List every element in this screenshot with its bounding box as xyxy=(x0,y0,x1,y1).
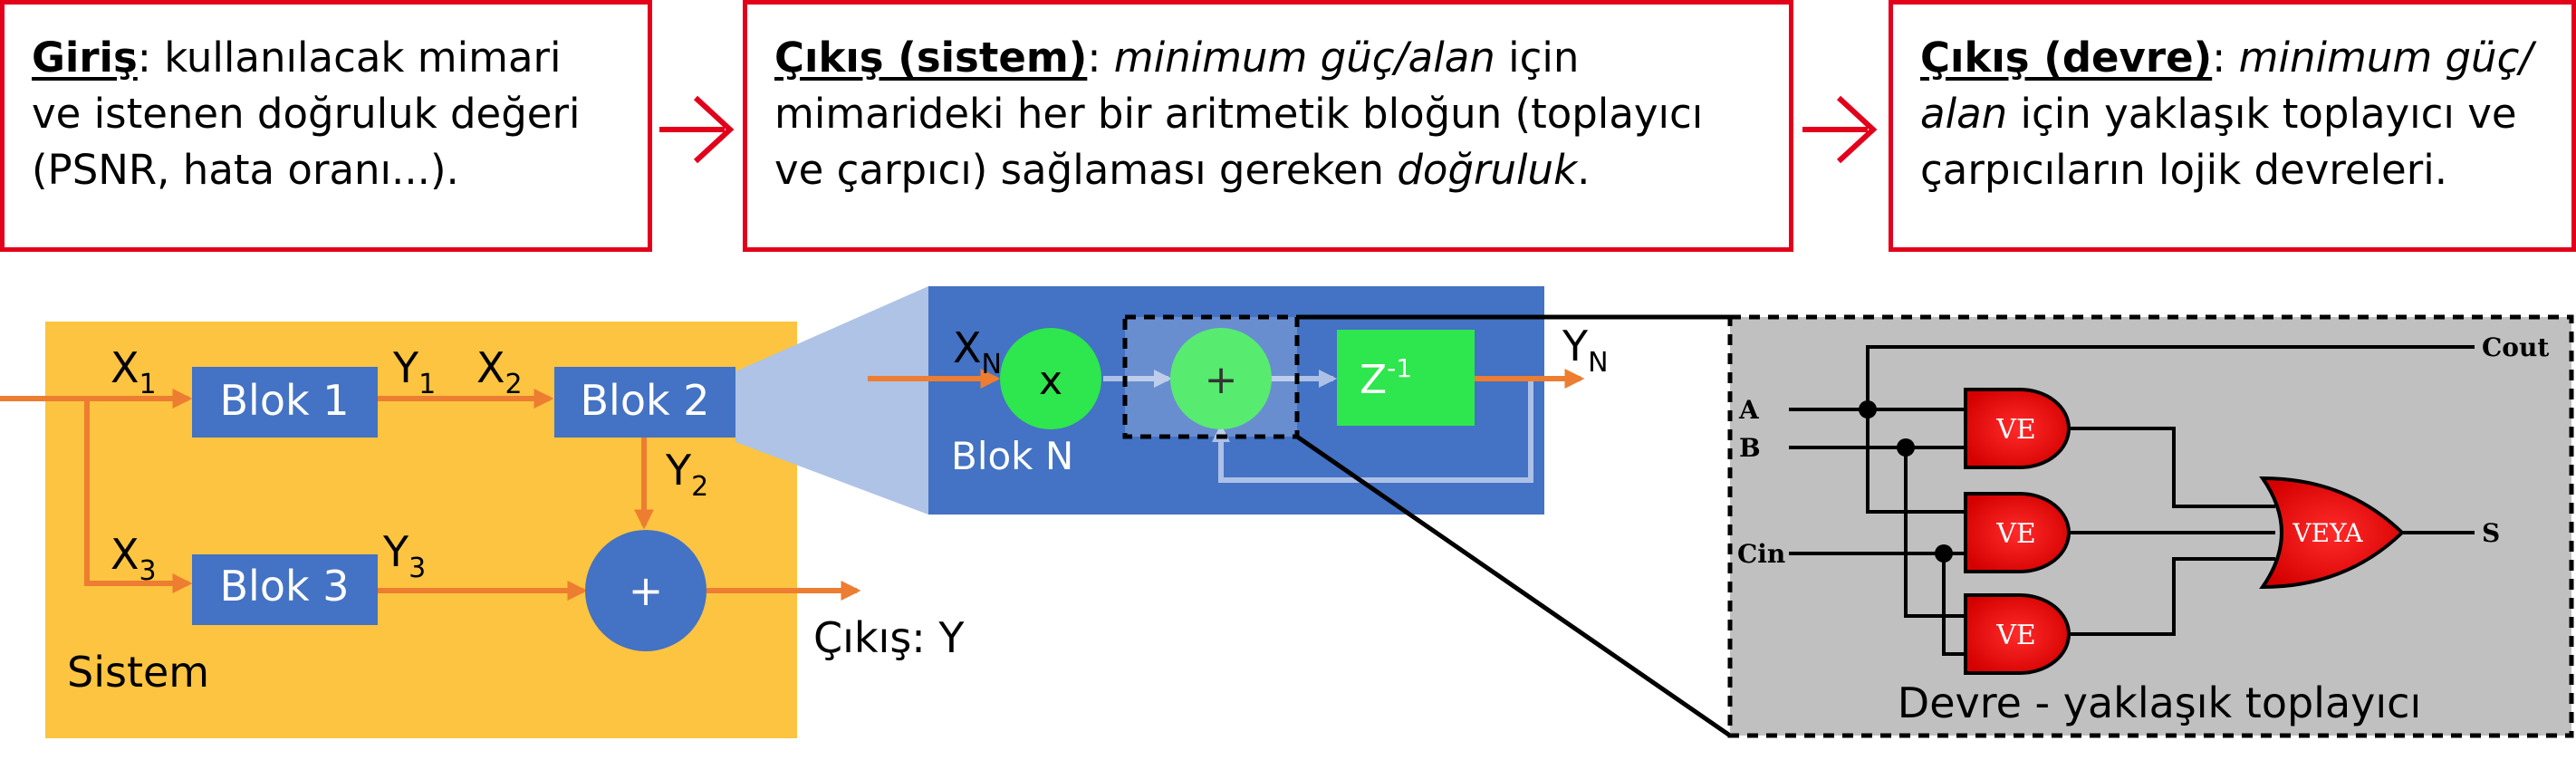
svg-text:Y3: Y3 xyxy=(382,527,426,584)
svg-text:XN: XN xyxy=(953,323,1002,380)
label-y2: Y xyxy=(665,446,692,495)
system-output-line3-end: . xyxy=(1577,146,1591,194)
system-adder: + xyxy=(585,530,706,651)
circuit-output-sep: : xyxy=(2212,34,2239,82)
system-title: Sistem xyxy=(67,648,209,697)
and-gate-3: VE xyxy=(1964,593,2071,675)
label-y3-sub: 3 xyxy=(409,553,426,584)
zoom-line-bottom xyxy=(1295,434,1732,738)
label-x3: X xyxy=(111,530,139,579)
system-output-line2: mimarideki her bir aritmetik bloğun (top… xyxy=(774,90,1704,138)
output-cout-label: Cout xyxy=(2482,332,2549,362)
block-1-label: Blok 1 xyxy=(219,376,349,425)
block-n-input-sub: N xyxy=(982,349,1002,380)
system-wires xyxy=(0,389,861,601)
circuit-output-italic: minimum güç/ xyxy=(2238,34,2533,82)
input-a-label: A xyxy=(1738,395,1760,425)
system-adder-label: + xyxy=(629,566,664,615)
circuit-output-box: Çıkış (devre): minimum güç/ alan için ya… xyxy=(1889,0,2576,252)
block-n-title: Blok N xyxy=(951,434,1073,478)
circuit-panel xyxy=(1727,314,2574,738)
circuit-output-heading: Çıkış (devre) xyxy=(1920,34,2213,82)
system-output-italic: minimum güç/alan xyxy=(1113,34,1495,82)
input-line2: ve istenen doğruluk değeri xyxy=(32,90,581,138)
block-3: Blok 3 xyxy=(192,554,378,625)
svg-text:X1: X1 xyxy=(111,343,157,400)
label-y2-sub: 2 xyxy=(691,471,708,503)
svg-text:X2: X2 xyxy=(476,343,523,400)
system-output-label: Çıkış: Y xyxy=(813,613,965,662)
input-text: : kullanılacak mimari xyxy=(137,34,562,82)
system-output-line3-italic: doğruluk xyxy=(1397,146,1578,194)
input-b-label: B xyxy=(1739,433,1761,463)
circuit-junctions xyxy=(1859,400,1953,563)
multiplier-label: x xyxy=(1039,358,1062,404)
block-n-wires xyxy=(1103,370,1533,483)
svg-text:Z-1: Z-1 xyxy=(1360,353,1412,403)
top-arrow-2 xyxy=(1802,95,1878,164)
label-y1: Y xyxy=(392,343,419,392)
or-gate-label: VEYA xyxy=(2292,518,2363,548)
svg-text:Y1: Y1 xyxy=(392,343,436,400)
and-gate-1: VE xyxy=(1964,388,2071,469)
block-2: Blok 2 xyxy=(554,367,735,438)
delay-block: Z-1 xyxy=(1337,330,1475,426)
input-line3: (PSNR, hata oranı...). xyxy=(32,146,459,194)
label-x1: X xyxy=(111,343,139,392)
system-signal-labels: X1 Y1 X2 Y2 X3 Y3 xyxy=(111,343,708,587)
adder-label: + xyxy=(1205,357,1238,403)
delay-label: Z xyxy=(1360,357,1387,403)
system-output-box: Çıkış (sistem): minimum güç/alan için mi… xyxy=(743,0,1793,252)
svg-text:X3: X3 xyxy=(111,530,157,587)
block-n-output-sub: N xyxy=(1588,347,1608,379)
block-2-label: Blok 2 xyxy=(580,376,709,425)
multiplier-node: x xyxy=(1000,328,1101,429)
and-gate-2: VE xyxy=(1964,492,2071,573)
block-n-input: X xyxy=(953,323,982,372)
label-x3-sub: 3 xyxy=(139,555,157,587)
block-3-label: Blok 3 xyxy=(219,562,349,611)
input-box: Giriş: kullanılacak mimari ve istenen do… xyxy=(0,0,652,252)
svg-text:YN: YN xyxy=(1562,322,1609,379)
delay-sup: -1 xyxy=(1387,353,1412,383)
and-gate-3-label: VE xyxy=(1995,620,2036,651)
and-gate-2-label: VE xyxy=(1995,518,2036,550)
system-output-sep: : xyxy=(1087,34,1114,82)
block-n-output: Y xyxy=(1562,322,1589,370)
label-y1-sub: 1 xyxy=(418,369,436,400)
top-arrow-1 xyxy=(659,95,735,164)
input-cin-label: Cin xyxy=(1737,539,1785,569)
label-y3: Y xyxy=(382,527,409,576)
input-heading: Giriş xyxy=(32,34,138,82)
block-1: Blok 1 xyxy=(192,367,378,438)
zoom-projection xyxy=(735,286,928,515)
adder-node: + xyxy=(1170,328,1272,429)
svg-text:Y2: Y2 xyxy=(665,446,708,503)
system-output-text1: için xyxy=(1495,34,1580,82)
system-output-line3: ve çarpıcı) sağlaması gereken xyxy=(774,146,1398,194)
circuit-output-line2-italic: alan xyxy=(1920,90,2008,138)
circuit-caption: Devre - yaklaşık toplayıcı xyxy=(1898,678,2421,727)
circuit-output-line2: için yaklaşık toplayıcı ve xyxy=(2007,90,2517,138)
or-gate: VEYA xyxy=(2259,476,2405,590)
circuit-io-labels: A B Cin Cout S xyxy=(1737,332,2549,569)
system-output-heading: Çıkış (sistem) xyxy=(774,34,1088,82)
circuit-wires xyxy=(1789,345,2475,656)
and-gate-1-label: VE xyxy=(1995,414,2036,446)
circuit-output-line3: çarpıcıların lojik devreleri. xyxy=(1920,146,2448,194)
label-x1-sub: 1 xyxy=(139,369,157,400)
highlight-box xyxy=(1122,314,1300,439)
label-x2-sub: 2 xyxy=(505,369,523,400)
output-s-label: S xyxy=(2482,518,2500,548)
label-x2: X xyxy=(476,343,505,392)
